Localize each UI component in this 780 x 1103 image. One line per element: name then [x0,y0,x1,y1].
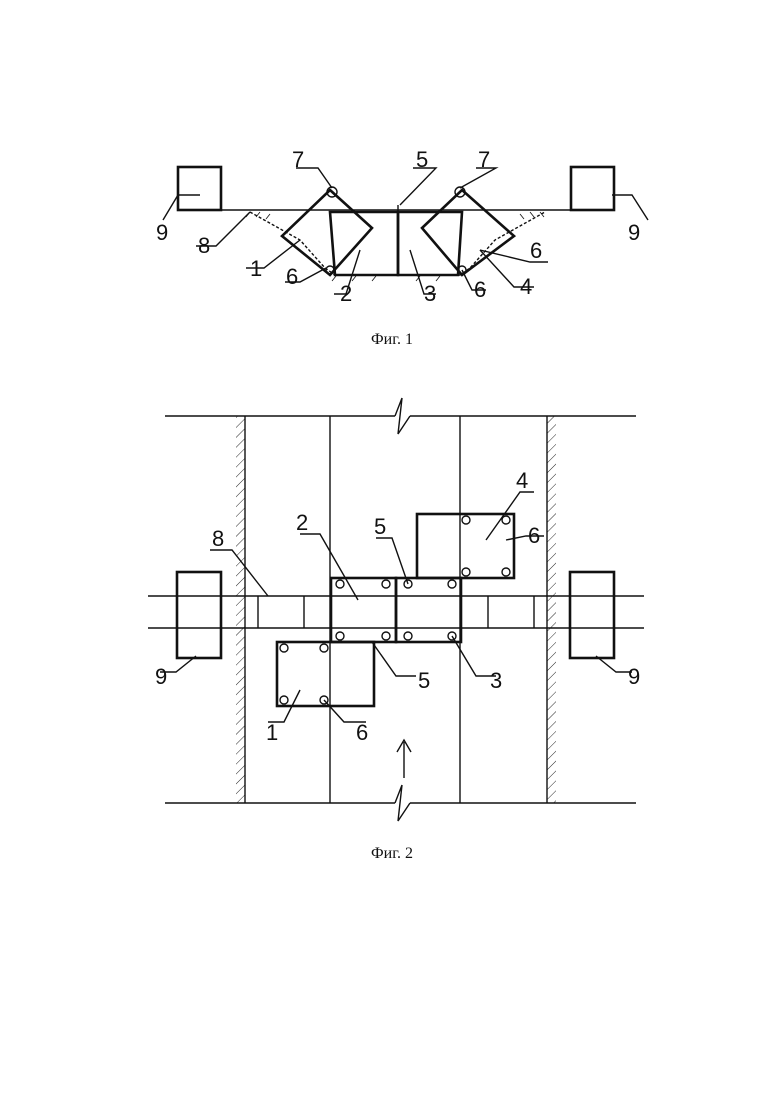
fig1-label-5: 5 [416,147,428,172]
fig2-wall-right-hatch [547,416,556,803]
fig2-label-5-top: 5 [374,514,386,539]
fig1-label-9-left: 9 [156,220,168,245]
fig1-label-9-right: 9 [628,220,640,245]
fig1-block-4 [422,190,514,275]
fig1-support-left [178,167,221,210]
fig1-label-4: 4 [520,274,532,299]
fig2-break-bottom [395,785,410,821]
fig2-label-9-right: 9 [628,664,640,689]
fig1-label-7-right: 7 [478,147,490,172]
fig2-label-6-bottom: 6 [356,720,368,745]
figure-1-caption: Фиг. 1 [371,331,413,349]
fig2-label-6-top: 6 [528,523,540,548]
fig1-label-6-right-top: 6 [530,238,542,263]
fig2-label-4: 4 [516,468,528,493]
fig2-label-1: 1 [266,720,278,745]
fig2-label-5-bottom: 5 [418,668,430,693]
fig2-label-9-left: 9 [155,664,167,689]
fig1-block-1 [282,190,372,275]
fig2-label-2: 2 [296,510,308,535]
fig2-label-3: 3 [490,668,502,693]
fig1-label-2: 2 [340,281,352,306]
fig1-label-3: 3 [424,281,436,306]
fig1-label-1: 1 [250,256,262,281]
figure-1: 9 9 8 7 7 5 1 6 2 3 6 4 6 [156,147,648,306]
fig2-support-left [177,572,221,658]
fig1-label-6-left: 6 [286,264,298,289]
figure-2-caption: Фиг. 2 [371,845,413,863]
fig1-label-8: 8 [198,233,210,258]
fig1-support-right [571,167,614,210]
fig1-label-7-left: 7 [292,147,304,172]
fig2-wall-left-hatch [236,416,245,803]
fig2-label-8: 8 [212,526,224,551]
fig1-label-6-right-bottom: 6 [474,277,486,302]
figure-2: 9 9 8 2 5 4 6 5 3 1 6 [148,398,644,821]
fig2-break-top [395,398,410,434]
fig2-support-right [570,572,614,658]
